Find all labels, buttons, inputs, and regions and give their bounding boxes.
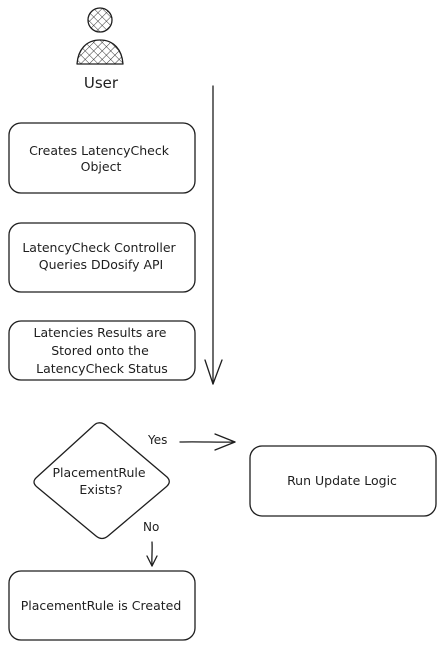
placement-created-text: PlacementRule is Created xyxy=(21,598,182,613)
create-object-line: Creates LatencyCheck xyxy=(29,143,170,158)
controller-text: LatencyCheck Controller Queries DDosify … xyxy=(22,240,179,272)
create-object-line: Object xyxy=(81,159,122,174)
decision-text: PlacementRule Exists? xyxy=(52,465,149,497)
controller-box xyxy=(8,222,196,293)
create-object-text: Creates LatencyCheck Object xyxy=(29,143,173,174)
decision-line: PlacementRule xyxy=(52,465,145,480)
create-object-box xyxy=(8,122,196,194)
placement-created-box xyxy=(8,570,196,641)
results-box xyxy=(8,320,196,381)
no-arrow xyxy=(146,541,158,567)
yes-arrow xyxy=(179,433,236,451)
controller-line: LatencyCheck Controller xyxy=(22,240,176,255)
results-line: LatencyCheck Status xyxy=(36,361,168,376)
results-line: Stored onto the xyxy=(51,343,149,358)
update-logic-box xyxy=(249,445,437,517)
results-line: Latencies Results are xyxy=(34,325,167,340)
yes-label: Yes xyxy=(147,433,167,447)
decision-line: Exists? xyxy=(79,482,122,497)
sequence-arrow xyxy=(204,85,223,385)
decision-diamond xyxy=(33,422,170,540)
update-logic-text: Run Update Logic xyxy=(287,473,397,488)
user-icon xyxy=(76,7,124,65)
user-label: User xyxy=(84,74,119,92)
results-text: Latencies Results are Stored onto the La… xyxy=(34,325,171,376)
controller-line: Queries DDosify API xyxy=(39,257,163,272)
no-label: No xyxy=(143,520,159,534)
